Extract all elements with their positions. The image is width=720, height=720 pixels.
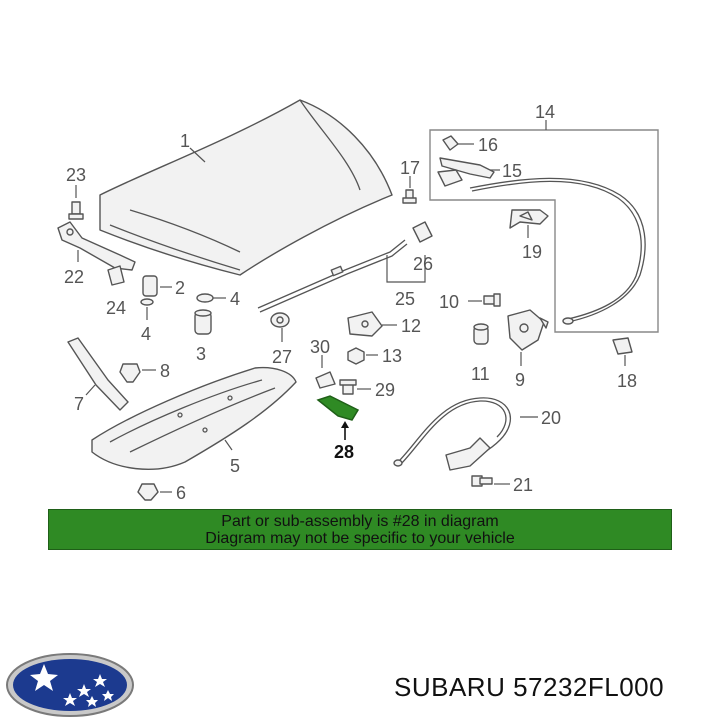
grommet-27 <box>270 312 290 328</box>
callout-30: 30 <box>310 337 330 357</box>
insulator-5 <box>91 366 297 470</box>
callout-20: 20 <box>541 408 561 428</box>
bolt-29 <box>339 379 357 395</box>
callout-4a: 4 <box>141 324 151 344</box>
callout-11: 11 <box>471 364 490 384</box>
callout-5: 5 <box>230 456 240 476</box>
washer-4a <box>140 298 154 306</box>
clip-8 <box>119 363 141 383</box>
bumper-11 <box>473 323 489 345</box>
bracket-12 <box>347 311 383 337</box>
callout-6: 6 <box>176 483 186 503</box>
callout-23: 23 <box>66 165 86 185</box>
bolt-23 <box>68 201 84 220</box>
seal-7 <box>67 337 129 411</box>
callout-28: 28 <box>334 442 354 462</box>
callout-2: 2 <box>175 278 185 298</box>
callout-1: 1 <box>180 131 190 151</box>
callout-7: 7 <box>74 394 84 414</box>
bracket-30 <box>315 371 336 389</box>
part-number-label: SUBARU 57232FL000 <box>394 672 665 702</box>
cushion-24 <box>107 265 125 286</box>
bolt-10 <box>483 293 501 307</box>
callout-19: 19 <box>522 242 542 262</box>
latch-9 <box>507 309 549 351</box>
rubber-stop-3 <box>194 309 212 335</box>
callout-9: 9 <box>515 370 525 390</box>
part-28-highlighted <box>316 395 360 421</box>
notice-banner: Part or sub-assembly is #28 in diagram D… <box>48 509 672 550</box>
callout-18: 18 <box>617 371 637 391</box>
notice-line-1: Part or sub-assembly is #28 in diagram <box>221 513 499 530</box>
clip-26 <box>412 221 433 243</box>
hood-panel <box>99 99 393 276</box>
callout-13: 13 <box>382 346 402 366</box>
notice-line-2: Diagram may not be specific to your vehi… <box>205 530 515 547</box>
clip-18 <box>612 337 633 355</box>
callout-8: 8 <box>160 361 170 381</box>
callout-15: 15 <box>502 161 522 181</box>
bumper-2 <box>142 275 158 297</box>
clip-16 <box>442 135 459 151</box>
bolt-21 <box>471 475 493 487</box>
callout-26: 26 <box>413 254 433 274</box>
hood-hinge <box>57 221 136 271</box>
release-cable-box-14 <box>429 129 659 333</box>
bracket-19 <box>509 209 549 229</box>
subaru-logo-icon <box>6 653 134 717</box>
ring-4b <box>196 293 214 303</box>
callout-10: 10 <box>439 292 459 312</box>
callout-12: 12 <box>401 316 421 336</box>
cable-20 <box>393 397 511 471</box>
callout-3: 3 <box>196 344 206 364</box>
callout-21: 21 <box>513 475 533 495</box>
callout-4b: 4 <box>230 289 240 309</box>
callout-25: 25 <box>395 289 415 309</box>
callout-24: 24 <box>106 298 126 318</box>
callout-27: 27 <box>272 347 292 367</box>
handle-15 <box>437 157 495 187</box>
callout-16: 16 <box>478 135 498 155</box>
clip-6 <box>137 483 159 501</box>
callout-22: 22 <box>64 267 84 287</box>
callout-29: 29 <box>375 380 395 400</box>
support-rod-25 <box>257 239 408 313</box>
parts-diagram: 1 22 23 24 2 4 4 3 25 <box>57 99 659 503</box>
nut-13 <box>347 347 365 365</box>
callout-14: 14 <box>535 102 555 122</box>
callout-17: 17 <box>400 158 420 178</box>
bolt-17 <box>402 189 417 204</box>
release-cable <box>469 177 646 325</box>
